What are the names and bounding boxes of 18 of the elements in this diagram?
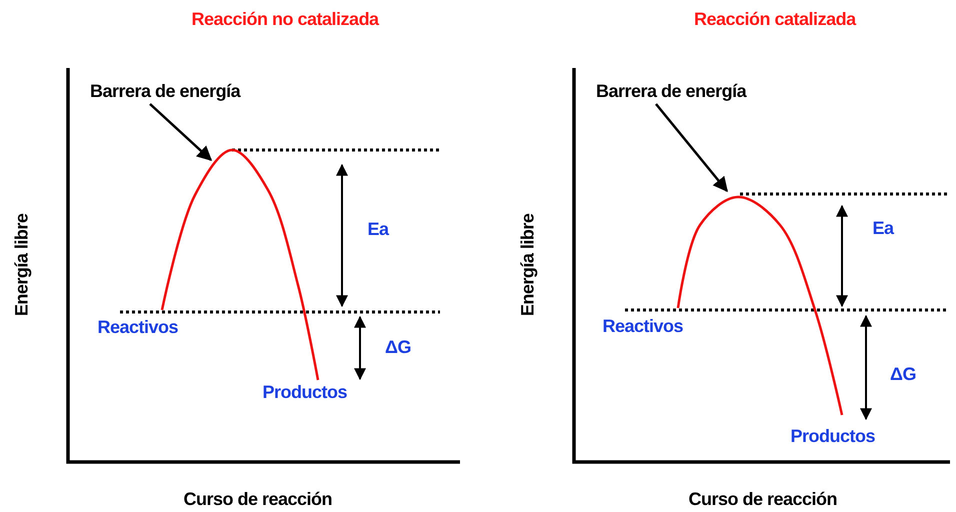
leader-arrow <box>149 103 212 162</box>
callout-text: Barrera de energía <box>596 82 746 102</box>
curve-label: Productos <box>790 427 876 447</box>
leader-arrow <box>655 103 728 192</box>
callout-text: Barrera de energía <box>90 82 240 102</box>
curve-label: ΔG <box>385 338 411 358</box>
curve-label: Reactivos <box>602 317 684 337</box>
panel-title: Reacción catalizada <box>694 10 856 30</box>
curve-label: Productos <box>262 383 348 403</box>
curve-label: Ea <box>368 220 389 240</box>
axis-label: Energía libre <box>12 214 32 316</box>
axis-label: Curso de reacción <box>184 490 332 510</box>
curve-label: Reactivos <box>98 318 178 338</box>
axis-label: Energía libre <box>518 214 538 316</box>
axis-label: Curso de reacción <box>688 490 838 510</box>
curve-label: ΔG <box>890 365 916 385</box>
panel-title: Reacción no catalizada <box>192 10 379 30</box>
curve-label: Ea <box>872 219 894 239</box>
